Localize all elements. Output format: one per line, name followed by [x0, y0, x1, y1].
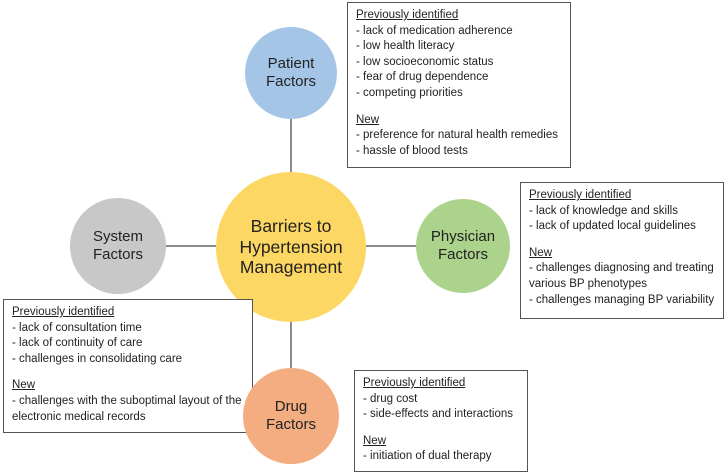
- physician-factors-circle: Physician Factors: [416, 199, 510, 293]
- list-item: competing priorities: [356, 86, 562, 102]
- system-prev-heading: Previously identified: [12, 306, 115, 318]
- drug-line-1: Drug: [274, 398, 308, 416]
- patient-new-list: preference for natural health remediesha…: [356, 128, 562, 159]
- system-line-1: System: [92, 228, 143, 246]
- patient-factors-circle: Patient Factors: [245, 27, 337, 119]
- physician-new-heading: New: [529, 246, 553, 259]
- system-factors-circle: System Factors: [70, 198, 166, 294]
- list-item: challenges with the suboptimal layout of…: [12, 394, 244, 425]
- drug-prev-list: drug costside-effects and interactions: [363, 392, 519, 423]
- drug-new-heading: New: [363, 434, 387, 447]
- drug-new-list: initiation of dual therapy: [363, 449, 519, 465]
- list-item: lack of continuity of care: [12, 336, 244, 352]
- drug-line-2: Factors: [265, 416, 316, 433]
- list-item: preference for natural health remedies: [356, 128, 562, 144]
- patient-line-2: Factors: [265, 73, 316, 90]
- physician-line-1: Physician: [430, 228, 496, 246]
- center-line-3: Management: [239, 257, 343, 278]
- list-item: side-effects and interactions: [363, 407, 519, 423]
- list-item: low health literacy: [356, 39, 562, 55]
- physician-line-2: Factors: [437, 246, 488, 263]
- system-new-heading: New: [12, 379, 36, 392]
- system-line-2: Factors: [92, 246, 143, 263]
- drug-prev-heading: Previously identified: [363, 377, 466, 389]
- physician-prev-heading: Previously identified: [529, 189, 632, 201]
- drug-factors-box: Previously identified drug costside-effe…: [354, 370, 528, 472]
- list-item: challenges managing BP variability: [529, 293, 715, 309]
- list-item: lack of consultation time: [12, 321, 244, 337]
- list-item: initiation of dual therapy: [363, 449, 519, 465]
- center-line-2: Hypertension: [239, 236, 343, 257]
- system-factors-box: Previously identified lack of consultati…: [3, 299, 253, 433]
- list-item: challenges diagnosing and treating vario…: [529, 261, 715, 292]
- list-item: low socioeconomic status: [356, 55, 562, 71]
- physician-new-list: challenges diagnosing and treating vario…: [529, 261, 715, 308]
- center-line-1: Barriers to: [250, 216, 332, 237]
- list-item: challenges in consolidating care: [12, 352, 244, 368]
- list-item: lack of medication adherence: [356, 24, 562, 40]
- list-item: lack of updated local guidelines: [529, 219, 715, 235]
- system-new-list: challenges with the suboptimal layout of…: [12, 394, 244, 425]
- list-item: lack of knowledge and skills: [529, 204, 715, 220]
- patient-prev-heading: Previously identified: [356, 9, 459, 21]
- physician-factors-box: Previously identified lack of knowledge …: [520, 182, 724, 319]
- patient-factors-box: Previously identified lack of medication…: [347, 2, 571, 168]
- patient-line-1: Patient: [267, 55, 315, 73]
- patient-new-heading: New: [356, 113, 380, 126]
- physician-prev-list: lack of knowledge and skillslack of upda…: [529, 204, 715, 235]
- system-prev-list: lack of consultation timelack of continu…: [12, 321, 244, 368]
- patient-prev-list: lack of medication adherencelow health l…: [356, 24, 562, 102]
- list-item: drug cost: [363, 392, 519, 408]
- list-item: fear of drug dependence: [356, 70, 562, 86]
- drug-factors-circle: Drug Factors: [243, 368, 339, 464]
- list-item: hassle of blood tests: [356, 144, 562, 160]
- center-circle: Barriers to Hypertension Management: [216, 172, 366, 322]
